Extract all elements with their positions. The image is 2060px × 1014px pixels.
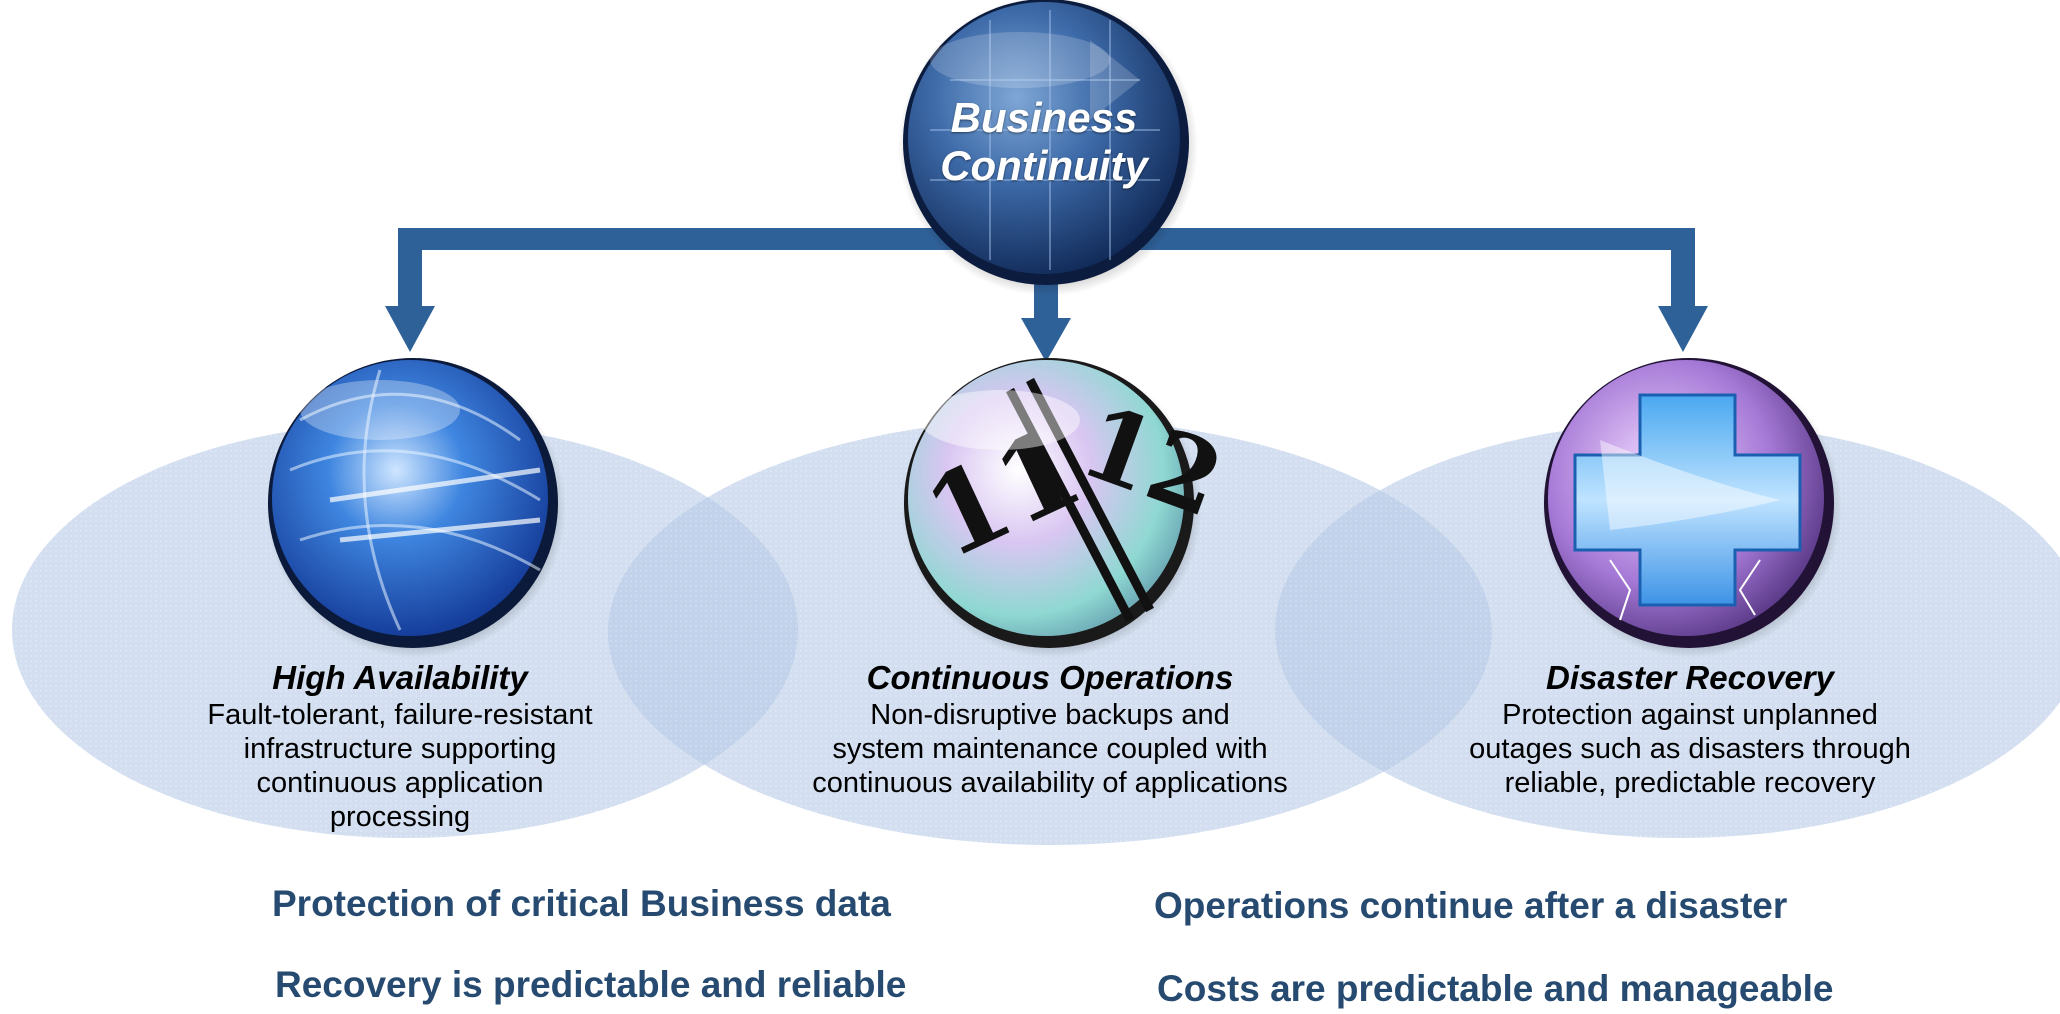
branch-description-line: infrastructure supporting	[243, 733, 557, 765]
branch-description-line: system maintenance coupled with	[832, 733, 1268, 765]
arrow-right	[1658, 306, 1708, 352]
hub-title-line2: Continuity	[940, 142, 1148, 189]
branch-description-line: processing	[329, 801, 471, 833]
branch-disaster-recovery: Disaster Recovery Protection against unp…	[1420, 658, 1960, 800]
branch-continuous-operations: Continuous Operations Non-disruptive bac…	[760, 658, 1340, 800]
branch-high-availability: High Availability Fault-tolerant, failur…	[150, 658, 650, 834]
hub-circle	[898, 0, 1198, 296]
branch-description-line: reliable, predictable recovery	[1504, 767, 1876, 799]
branch-title: Continuous Operations	[866, 659, 1234, 696]
branch-description-line: Fault-tolerant, failure-resistant	[207, 699, 593, 731]
branch-description-line: continuous application	[256, 767, 544, 799]
branch-description-line: Non-disruptive backups and	[870, 699, 1230, 731]
globe-grid-icon	[930, 10, 1160, 270]
hub-title: Business Continuity	[904, 94, 1184, 190]
branch-title: High Availability	[272, 659, 528, 696]
benefit-left-2: Recovery is predictable and reliable	[275, 964, 907, 1005]
branch-title: Disaster Recovery	[1545, 659, 1834, 696]
arrow-left	[385, 306, 435, 352]
network-globe-icon	[266, 358, 566, 658]
benefit-right-2: Costs are predictable and manageable	[1157, 968, 1834, 1009]
benefit-right-1: Operations continue after a disaster	[1154, 885, 1788, 926]
branch-description-line: continuous availability of applications	[812, 767, 1288, 799]
arrow-center	[1021, 318, 1071, 362]
hub-title-line1: Business	[950, 94, 1138, 141]
branch-description-line: Protection against unplanned	[1502, 699, 1878, 731]
medical-cross-icon	[1542, 358, 1842, 658]
clock-icon: 11 12	[902, 358, 1238, 658]
benefit-left-1: Protection of critical Business data	[272, 883, 891, 924]
branch-description-line: outages such as disasters through	[1469, 733, 1911, 765]
connector-lines	[385, 228, 1708, 362]
